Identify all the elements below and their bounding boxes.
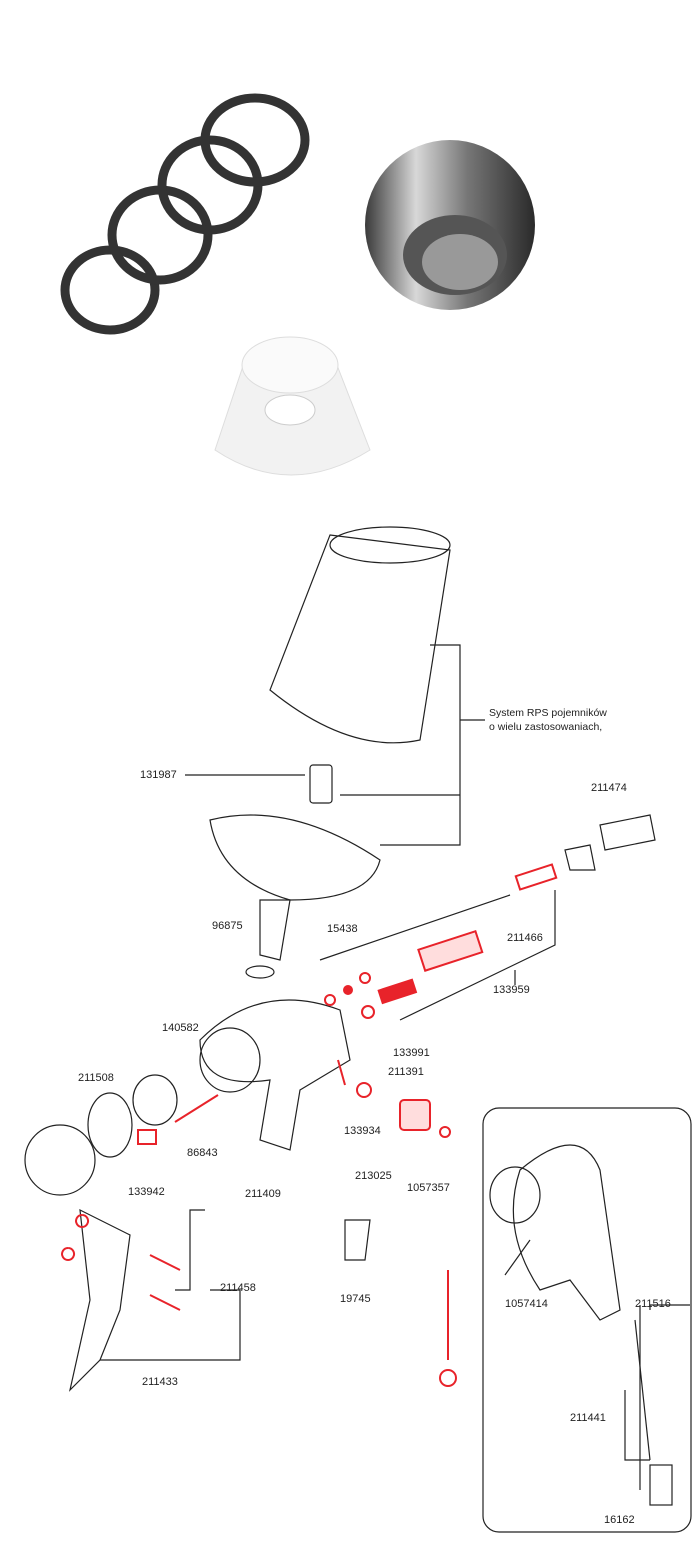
part-label: 211433 (142, 1376, 178, 1388)
part-label: 213025 (355, 1170, 392, 1182)
part-label: 1057414 (505, 1298, 548, 1310)
part-label: 96875 (212, 920, 243, 932)
part-label: 211391 (388, 1066, 424, 1078)
part-label: 140582 (162, 1022, 199, 1034)
part-label: 211508 (78, 1072, 114, 1084)
part-label: 133934 (344, 1125, 381, 1137)
rps-note: System RPS pojemników o wielu zastosowan… (489, 706, 607, 734)
metal-bushing-photo (365, 140, 535, 310)
part-label: 133991 (393, 1047, 430, 1059)
part-label: 211409 (245, 1188, 281, 1200)
note-line-2: o wielu zastosowaniach, (489, 721, 603, 733)
part-label: 211474 (591, 782, 627, 794)
part-label: 86843 (187, 1147, 218, 1159)
part-label: 211441 (570, 1412, 606, 1424)
exploded-diagram (24, 526, 692, 1533)
part-label: 211466 (507, 932, 543, 944)
part-label: 19745 (340, 1293, 371, 1305)
part-label: 131987 (140, 769, 177, 781)
part-label: 1057357 (407, 1182, 450, 1194)
white-cone-photo (214, 336, 371, 476)
part-label: 133959 (493, 984, 530, 996)
part-label: 15438 (327, 923, 358, 935)
note-line-1: System RPS pojemników (489, 707, 607, 719)
red-parts (61, 863, 558, 1387)
part-label: 16162 (604, 1514, 635, 1526)
part-label: 211458 (220, 1282, 256, 1294)
part-label: 211516 (635, 1298, 671, 1310)
spring-photo (60, 93, 310, 335)
part-label: 133942 (128, 1186, 165, 1198)
